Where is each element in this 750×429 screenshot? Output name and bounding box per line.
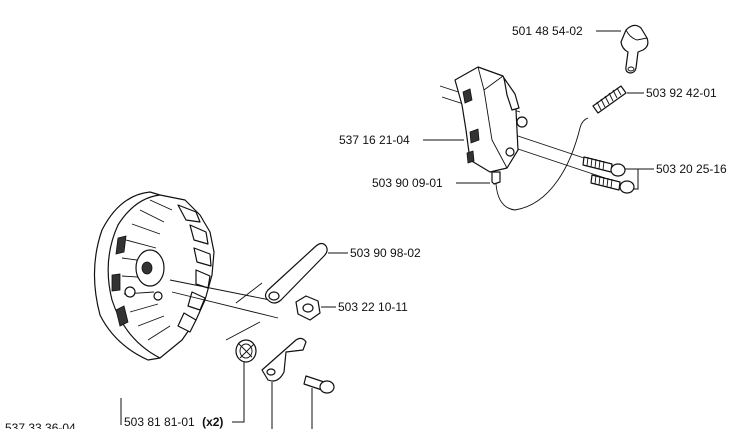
leader-screws [625,168,654,190]
label-lead: 503 90 09-01 [372,176,443,190]
label-bearing-number: 503 81 81-01 [124,415,195,429]
label-screws: 503 20 25-16 [656,162,727,176]
nut [295,295,321,321]
axis-bearing [225,321,261,341]
screw-upper [582,156,626,177]
bearing [235,339,257,363]
spark-plug-boot [620,24,649,74]
pawl-screw [303,375,335,394]
label-spring: 503 92 42-01 [646,86,717,100]
flywheel-arm [235,242,328,304]
screw-lower [590,174,635,194]
starter-pawl [261,337,307,382]
label-boot: 501 48 54-02 [512,24,583,38]
spring [592,85,627,114]
label-bearing: 503 81 81-01 (x2) [124,415,223,429]
label-nut: 503 22 10-11 [338,300,408,314]
flywheel [93,191,279,361]
label-bearing-qty: (x2) [202,415,223,429]
ignition-module [439,66,606,211]
label-arm: 503 90 98-02 [350,246,421,260]
leader-bearing [232,362,245,423]
label-flywheel: 537 33 36-04 [5,421,76,429]
label-module: 537 16 21-04 [339,133,410,147]
